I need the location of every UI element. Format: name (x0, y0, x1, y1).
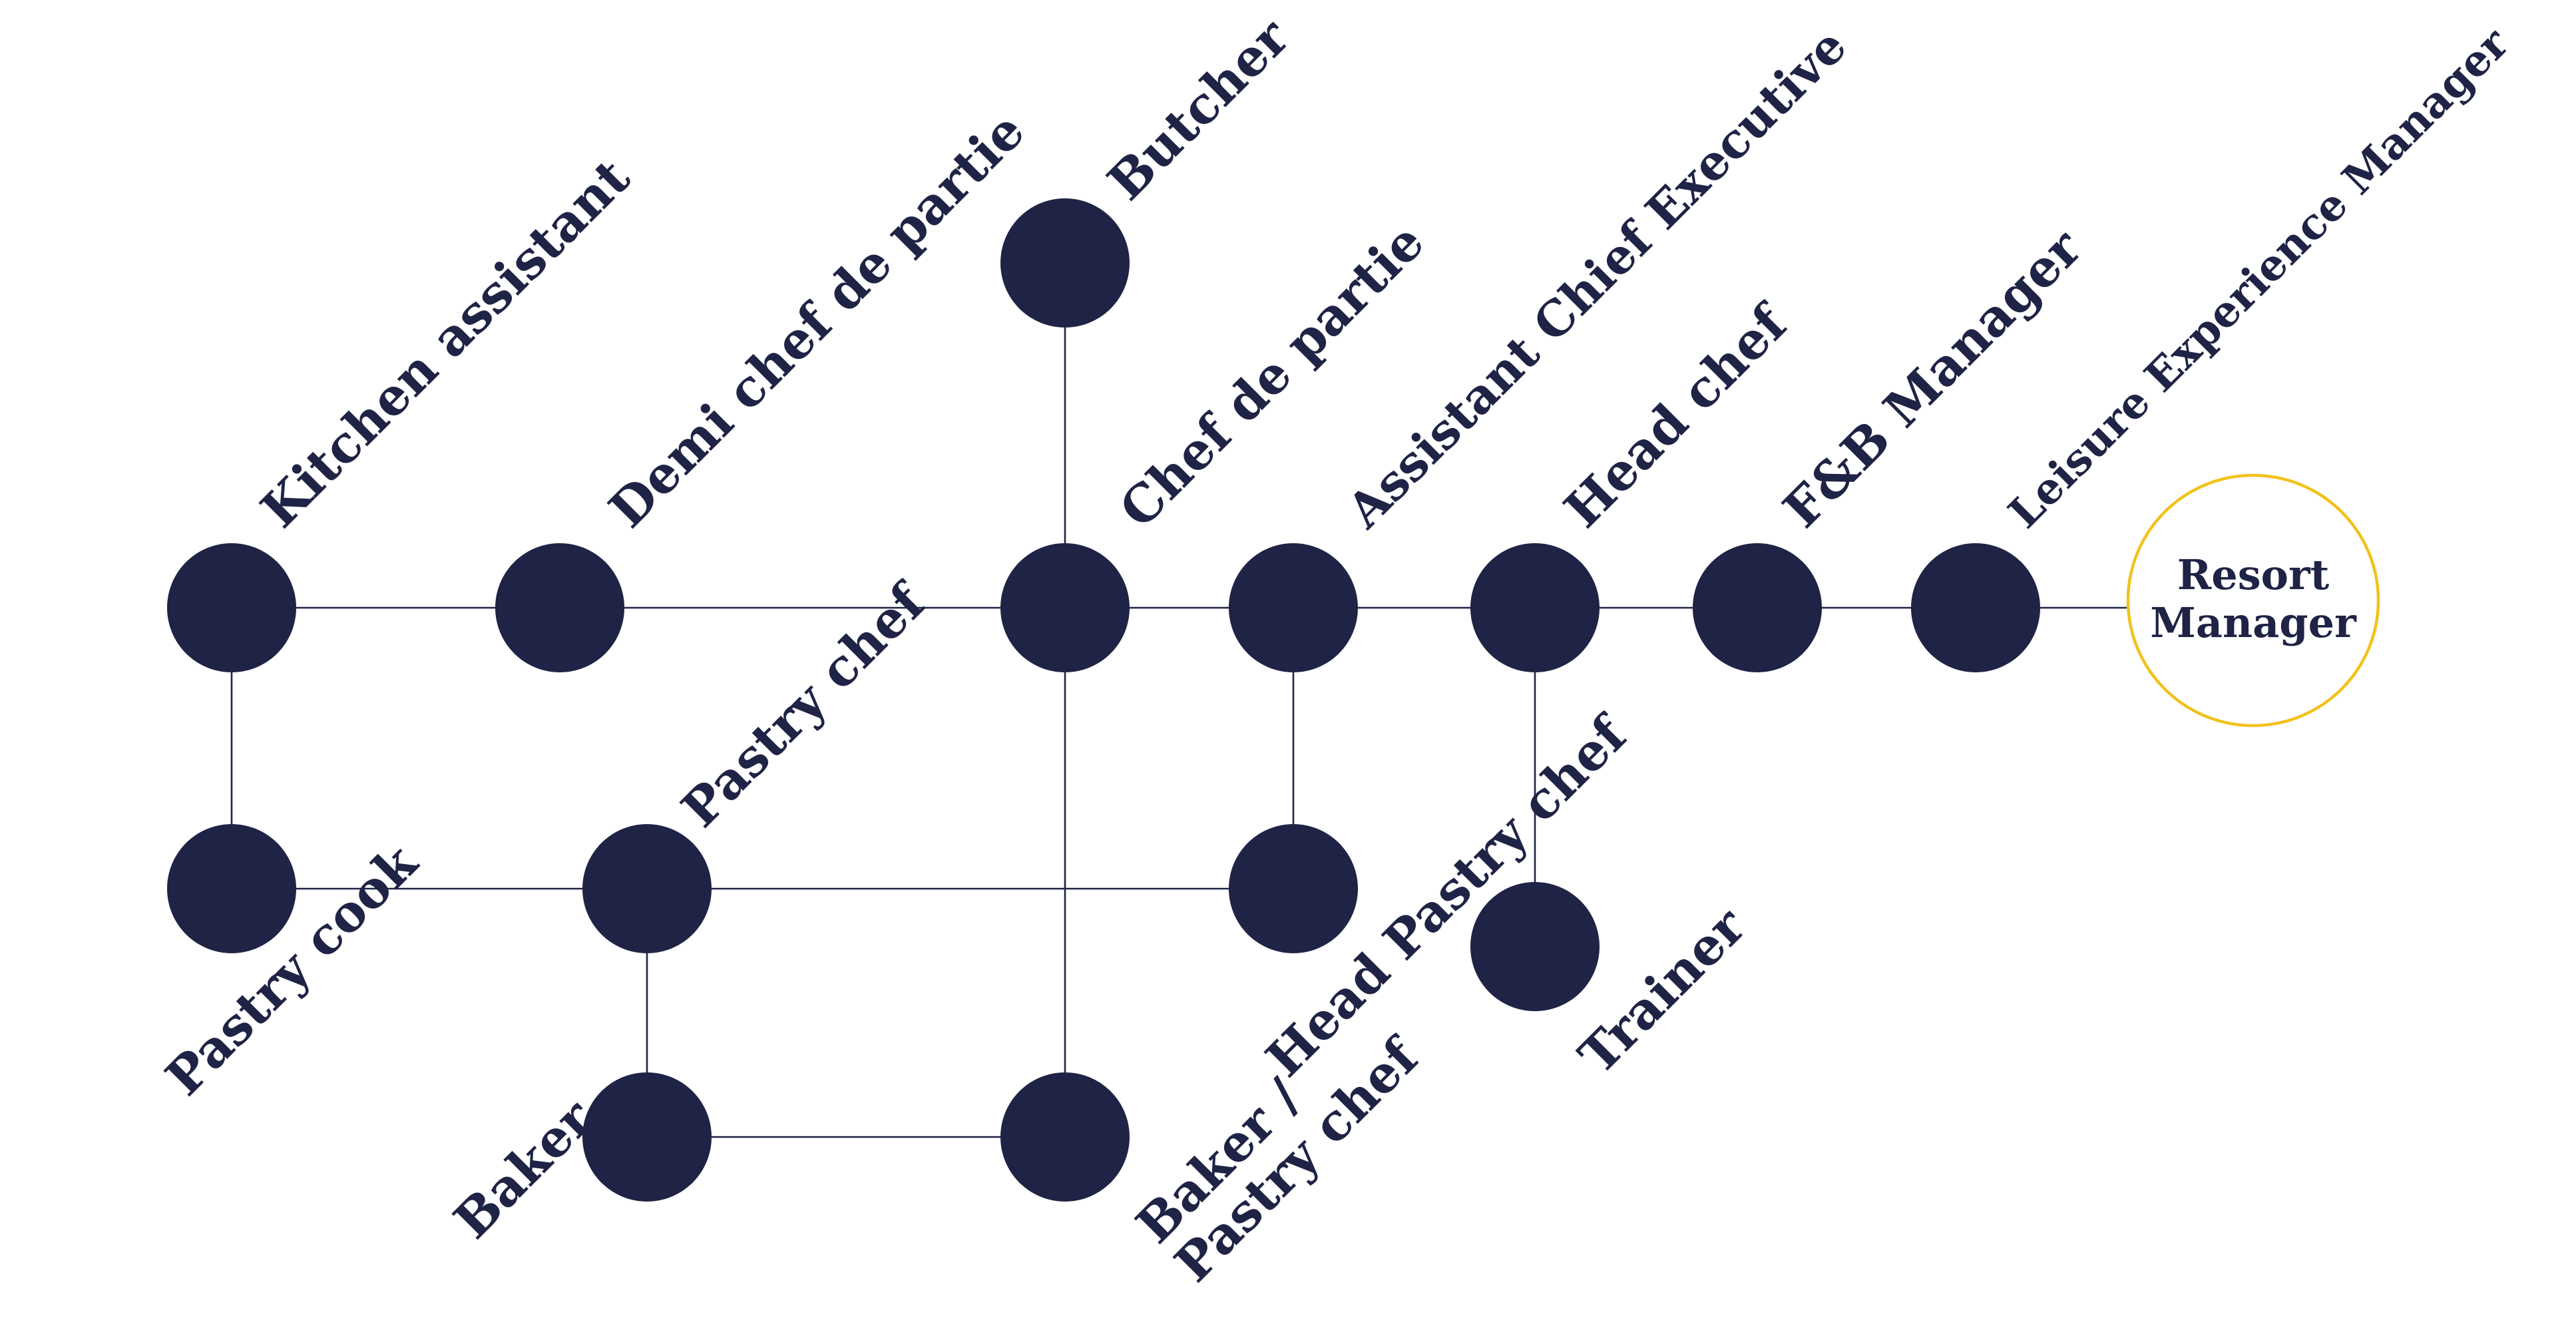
label-baker: Baker (443, 1088, 605, 1250)
node-resort-manager[interactable] (2126, 473, 2380, 728)
label-trainer: Trainer (1568, 896, 1757, 1086)
node-head-pastry-chef[interactable] (1229, 824, 1358, 953)
label-demi-chef-de-partie: Demi chef de partie (598, 101, 1036, 539)
label-kitchen-assistant: Kitchen assistant (250, 148, 641, 539)
label-butcher: Butcher (1096, 7, 1301, 212)
label-resort-manager-line1: Resort (2177, 551, 2330, 599)
label-pastry-chef: Pastry chef (670, 571, 938, 839)
node-butcher[interactable] (1000, 198, 1130, 328)
node-leisure-experience-manager[interactable] (1911, 543, 2040, 672)
node-trainer[interactable] (1470, 882, 1600, 1011)
node-kitchen-assistant[interactable] (167, 543, 296, 672)
nodes (167, 198, 2380, 1202)
node-baker[interactable] (582, 1072, 712, 1202)
node-head-chef[interactable] (1470, 543, 1600, 672)
label-leisure-experience-manager: Leisure Experience Manager (1999, 18, 2519, 538)
node-assistant-chief-executive[interactable] (1229, 543, 1358, 672)
label-resort-manager-line2: Manager (2150, 598, 2357, 647)
node-baker-pastry-chef[interactable] (1000, 1072, 1130, 1202)
node-demi-chef-de-partie[interactable] (495, 543, 624, 672)
node-pastry-cook[interactable] (167, 824, 296, 953)
node-chef-de-partie[interactable] (1000, 543, 1130, 672)
node-pastry-chef[interactable] (582, 824, 712, 953)
label-head-chef: Head chef (1553, 292, 1800, 539)
node-fb-manager[interactable] (1693, 543, 1822, 672)
